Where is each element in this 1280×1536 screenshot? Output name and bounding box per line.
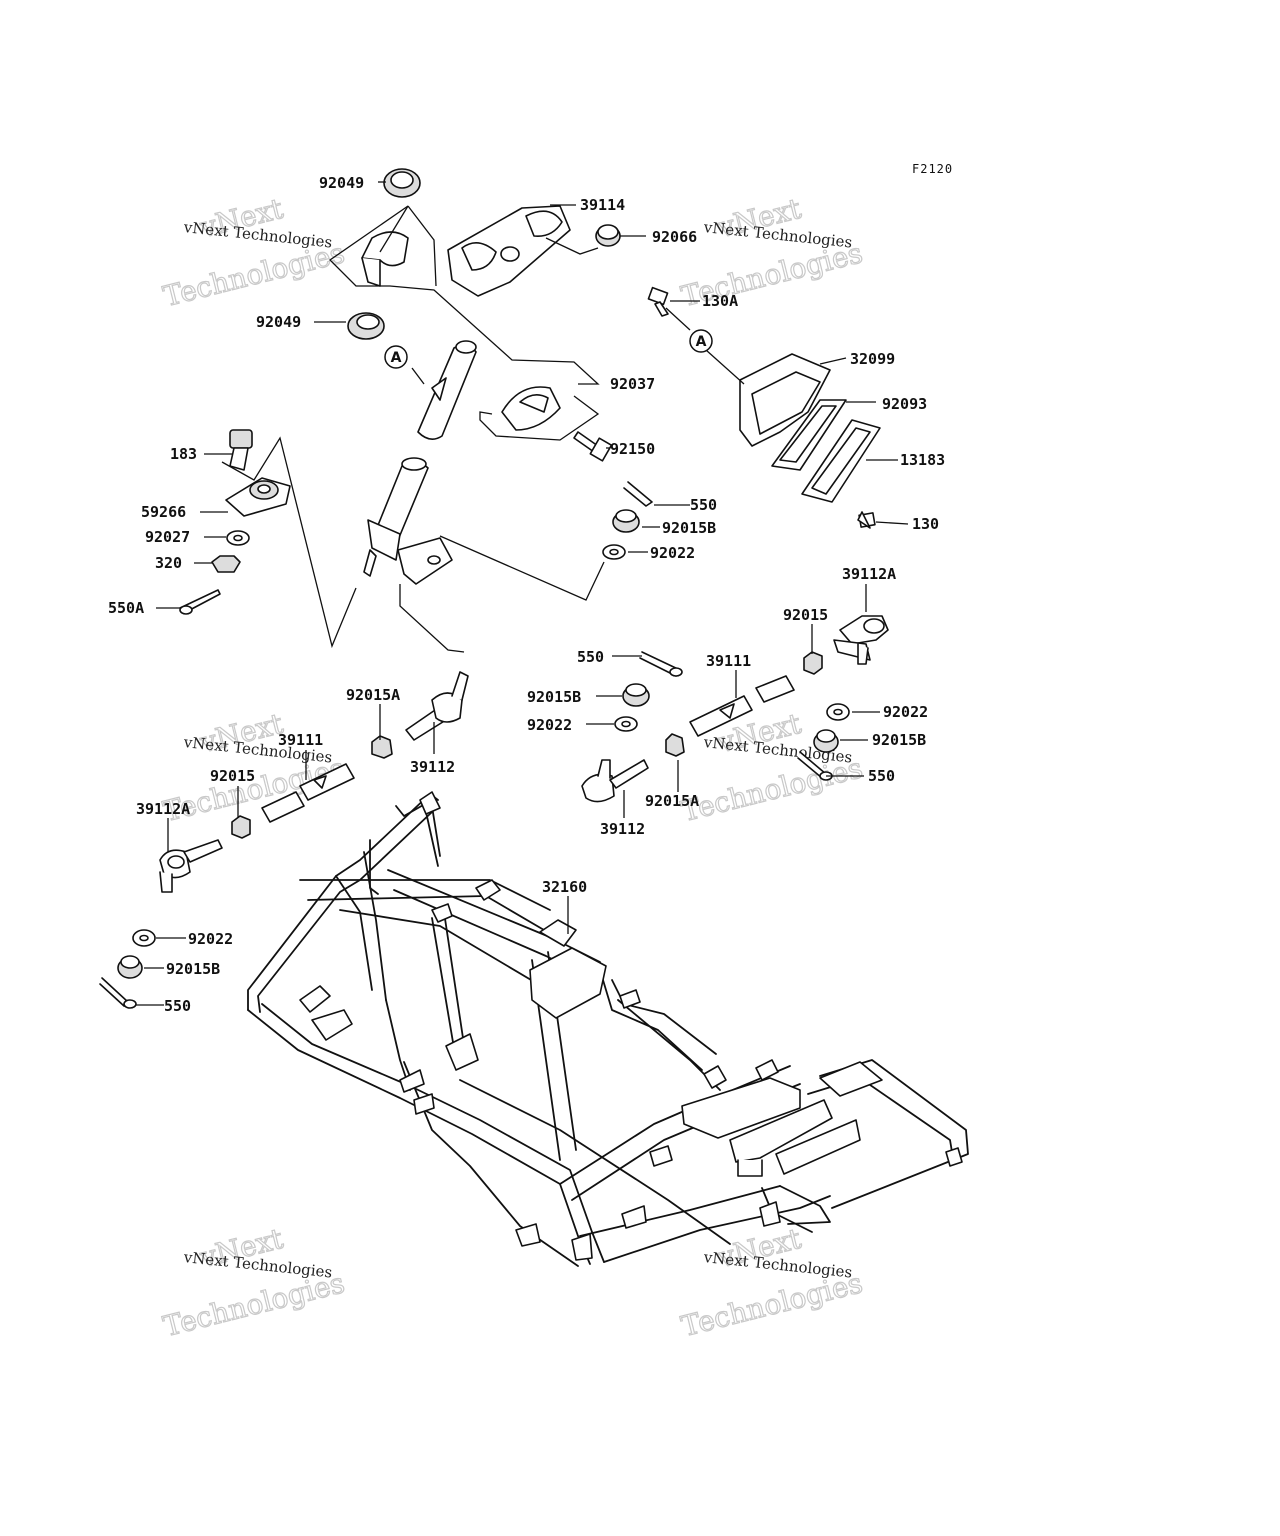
bolt-183	[229, 429, 253, 471]
nut-92015B-lower-left	[117, 955, 143, 979]
nut-92015-right	[803, 651, 823, 675]
part-label: 92049	[319, 174, 364, 192]
steering-shaft-lower	[363, 457, 453, 585]
tie-rod-end-39112A-left	[159, 839, 223, 893]
nut-92015A-left	[371, 735, 393, 759]
part-label: 130A	[702, 292, 738, 310]
part-label: 32160	[542, 878, 587, 896]
part-label: 92022	[883, 703, 928, 721]
part-label: 92015A	[346, 686, 400, 704]
part-label: 183	[170, 445, 197, 463]
bolt-92150	[573, 431, 613, 462]
washer-92022-b	[614, 716, 638, 732]
handlebar-holder-39114	[447, 205, 571, 297]
part-label: 92022	[188, 930, 233, 948]
part-label: 32099	[850, 350, 895, 368]
washer-92027	[226, 530, 250, 546]
part-label: 130	[912, 515, 939, 533]
nut-92015B-a	[612, 509, 640, 533]
tie-rod-end-39112-left	[405, 671, 469, 741]
reference-marker-left: A	[384, 345, 408, 369]
figure-code: F2120	[912, 162, 953, 176]
part-label: 39112A	[842, 565, 896, 583]
part-label: 39112A	[136, 800, 190, 818]
part-label: 92150	[610, 440, 655, 458]
cotter-pin-550-a	[623, 481, 653, 507]
part-label: 92015B	[166, 960, 220, 978]
nut-92015A-right	[665, 733, 685, 757]
bushing-92049-mid	[347, 312, 385, 340]
tie-rod-end-39112-right	[581, 759, 649, 803]
watermark-top-left: vNext Technologies vNext Technologies	[159, 191, 348, 314]
washer-92022-a	[602, 544, 626, 560]
part-label: 92049	[256, 313, 301, 331]
leader-lines	[136, 181, 909, 1006]
nut-92015-left	[231, 815, 251, 839]
part-label: 550A	[108, 599, 144, 617]
steering-shaft-upper	[417, 340, 477, 440]
part-label: 39111	[278, 731, 323, 749]
part-label: 13183	[900, 451, 945, 469]
tie-rod-end-39112A-right	[833, 615, 889, 665]
part-label: 39114	[580, 196, 625, 214]
part-label: 550	[577, 648, 604, 666]
part-label: 92022	[527, 716, 572, 734]
part-label: 92022	[650, 544, 695, 562]
part-label: 320	[155, 554, 182, 572]
part-label: 92015B	[662, 519, 716, 537]
watermark-bottom-left: vNext Technologies vNext Technologies	[159, 1221, 348, 1344]
cotter-pin-550-b	[639, 651, 683, 677]
part-label: 92015B	[527, 688, 581, 706]
part-label: 39111	[706, 652, 751, 670]
part-label: 550	[868, 767, 895, 785]
part-label: 59266	[141, 503, 186, 521]
part-label: 39112	[410, 758, 455, 776]
washer-92022-right	[826, 703, 850, 721]
reference-letter: A	[391, 350, 402, 366]
gasket-92093	[771, 399, 847, 471]
part-label: 92093	[882, 395, 927, 413]
washer-92022-lower-left	[132, 929, 156, 947]
bolt-130A	[647, 286, 669, 317]
tie-rod-39111-left	[261, 763, 355, 823]
nut-320	[211, 555, 241, 573]
bushing-92049-top	[383, 168, 421, 198]
clamp-half-upper	[361, 231, 409, 287]
frame-32160	[247, 791, 969, 1267]
bearing-holder-59266	[225, 477, 291, 517]
cotter-pin-550-lower-left	[99, 977, 137, 1009]
part-label: 550	[164, 997, 191, 1015]
part-label: 550	[690, 496, 717, 514]
part-label: 92015A	[645, 792, 699, 810]
part-label: 92066	[652, 228, 697, 246]
meter-case-32099	[739, 353, 831, 447]
watermark-bottom-right: vNext Technologies vNext Technologies	[677, 1221, 866, 1344]
clamp-half-lower-92037	[501, 386, 561, 431]
part-label: 92015B	[872, 731, 926, 749]
part-label: 92015	[210, 767, 255, 785]
nut-92015B-b	[622, 683, 650, 707]
nut-92015B-right	[813, 729, 839, 753]
part-label: 39112	[600, 820, 645, 838]
bolt-130	[857, 511, 876, 529]
cotter-pin-550A	[179, 589, 221, 615]
plate-13183	[801, 419, 881, 503]
part-label: 92015	[783, 606, 828, 624]
tie-rod-39111-right	[689, 675, 795, 737]
reference-letter: A	[696, 334, 707, 350]
part-labels: 92049 39114 92066 130A 92049 32099 92037…	[108, 174, 945, 1015]
reference-marker-right: A	[689, 329, 713, 353]
part-label: 92027	[145, 528, 190, 546]
cap-92066	[595, 224, 621, 247]
part-label: 92037	[610, 375, 655, 393]
